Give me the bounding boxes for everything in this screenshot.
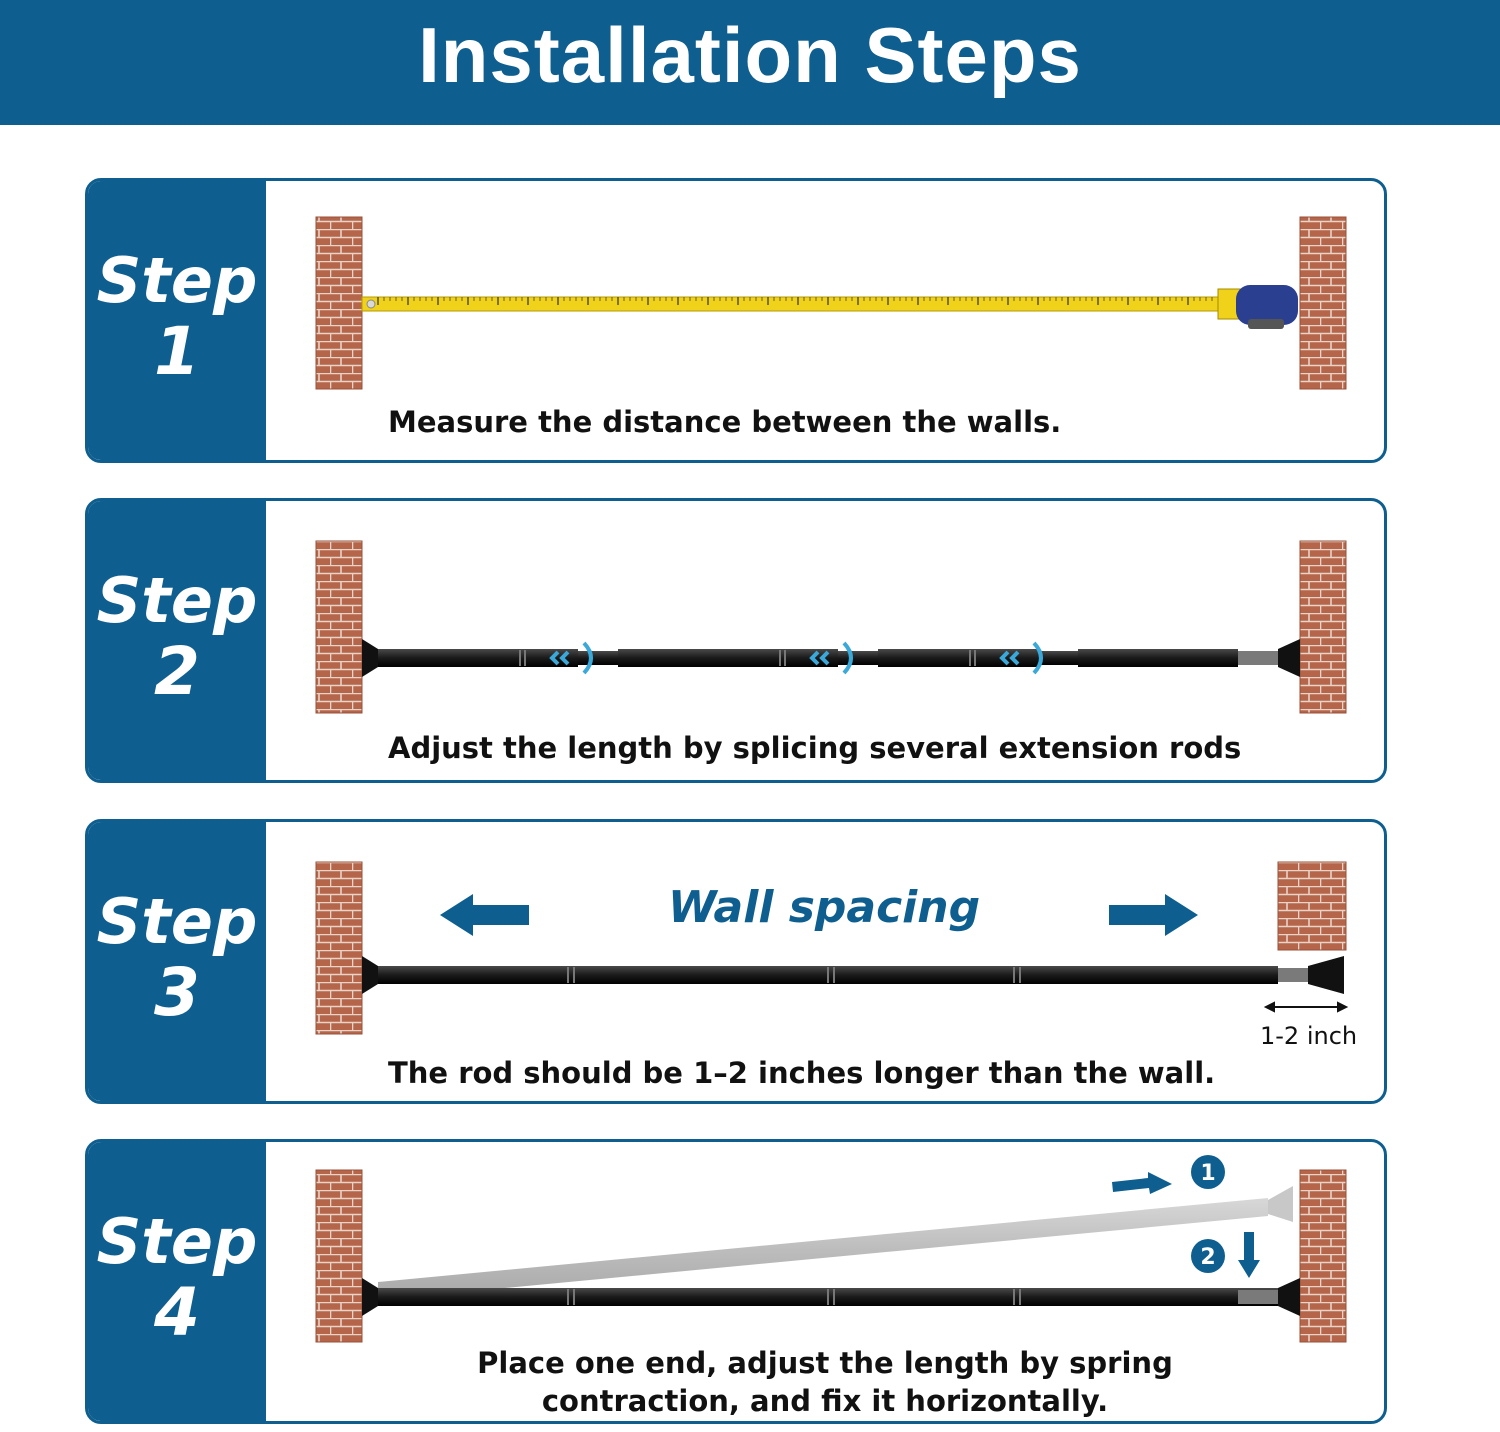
gap-label: 1-2 inch xyxy=(1260,1022,1358,1050)
step-4-word: Step xyxy=(96,1205,258,1278)
step-3-illustration xyxy=(315,861,1349,1035)
right-arrow-icon xyxy=(1109,894,1198,936)
step-4-caption-line2: contraction, and fix it horizontally. xyxy=(541,1384,1109,1418)
right-wall xyxy=(1299,216,1347,390)
marker-2-text: 2 xyxy=(1200,1245,1215,1270)
push-arrow-icon xyxy=(1112,1172,1172,1194)
step-1-caption: Measure the distance between the walls. xyxy=(388,405,1062,439)
step-1-card: Step 1 Measure the distance between the … xyxy=(85,178,1387,463)
left-wall xyxy=(315,861,363,1035)
step-3-caption: The rod should be 1–2 inches longer than… xyxy=(388,1056,1216,1090)
step-1-word: Step xyxy=(96,244,258,317)
tension-rod xyxy=(362,1278,1300,1316)
page-title: Installation Steps xyxy=(418,11,1082,99)
marker-1-text: 1 xyxy=(1200,1161,1215,1186)
step-2-number: 2 xyxy=(154,633,200,710)
step-3-tab: Step 3 xyxy=(88,822,266,1101)
step-1-tab: Step 1 xyxy=(88,181,266,460)
left-arrow-icon xyxy=(440,894,529,936)
step-4-illustration: 1 2 xyxy=(315,1155,1347,1343)
left-wall xyxy=(315,216,363,390)
step-3-word: Step xyxy=(96,885,258,958)
tape-measure-icon xyxy=(361,285,1298,329)
step-2-tab: Step 2 xyxy=(88,501,266,780)
rotate-arrow-icon xyxy=(549,641,1043,675)
step-1-number: 1 xyxy=(154,313,200,390)
marker-1-badge: 1 xyxy=(1191,1155,1225,1189)
marker-2-badge: 2 xyxy=(1191,1239,1225,1273)
down-arrow-icon xyxy=(1238,1232,1260,1278)
step-2-card: Step 2 Adjust the leng xyxy=(85,498,1387,783)
step-2-illustration xyxy=(315,540,1347,714)
tilted-rod-ghost xyxy=(378,1186,1293,1300)
tension-rod xyxy=(362,956,1344,994)
right-wall xyxy=(1277,861,1347,951)
right-wall xyxy=(1299,540,1347,714)
gap-dimension-arrow xyxy=(1263,1001,1349,1013)
left-wall xyxy=(315,1169,363,1343)
step-3-number: 3 xyxy=(154,954,200,1031)
step-2-word: Step xyxy=(96,564,258,637)
step-4-caption-line1: Place one end, adjust the length by spri… xyxy=(477,1346,1173,1380)
right-wall xyxy=(1299,1169,1347,1343)
step-2-caption: Adjust the length by splicing several ex… xyxy=(388,731,1242,765)
wall-spacing-label: Wall spacing xyxy=(668,882,981,933)
tension-rod xyxy=(362,639,1300,677)
page-header: Installation Steps xyxy=(0,0,1500,125)
step-4-card: Step 4 1 xyxy=(85,1139,1387,1424)
step-3-card: Step 3 Wall spacing 1-2 inch xyxy=(85,819,1387,1104)
left-wall xyxy=(315,540,363,714)
step-4-number: 4 xyxy=(154,1274,200,1351)
step-4-tab: Step 4 xyxy=(88,1142,266,1421)
step-1-illustration xyxy=(315,216,1347,390)
